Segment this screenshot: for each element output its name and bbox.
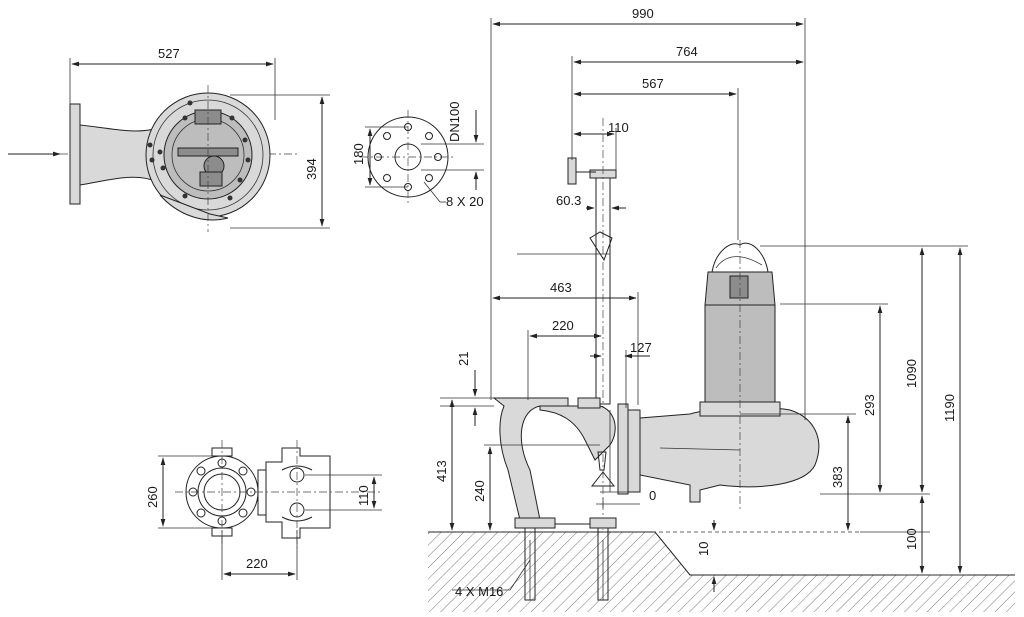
dim-10: 10 (696, 542, 711, 556)
dim-567: 567 (642, 76, 664, 91)
dim-220-base: 220 (246, 556, 268, 571)
dim-990: 990 (632, 6, 654, 21)
dim-0: 0 (649, 488, 656, 503)
dim-764: 764 (676, 44, 698, 59)
base-view: 260 110 220 (145, 440, 382, 580)
dim-21: 21 (456, 352, 471, 366)
dim-1090: 1090 (904, 359, 919, 388)
dim-110-base: 110 (356, 485, 371, 506)
dim-260: 260 (145, 486, 160, 508)
dim-60-3: 60.3 (556, 193, 581, 208)
dim-463: 463 (550, 280, 572, 295)
flange-view: 180 DN100 8 X 20 (351, 102, 484, 209)
dim-dn100: DN100 (447, 102, 462, 142)
dim-394: 394 (304, 158, 319, 180)
dim-413: 413 (434, 460, 449, 482)
side-view: 990 764 567 110 60.3 463 220 127 (428, 6, 1015, 612)
dim-220-side: 220 (552, 318, 574, 333)
dim-527: 527 (158, 46, 180, 61)
top-view: 527 394 (8, 46, 330, 232)
dim-110-top: 110 (608, 120, 629, 135)
dim-1190: 1190 (942, 394, 957, 422)
dim-127: 127 (630, 340, 652, 355)
dim-180: 180 (351, 143, 366, 165)
dim-100: 100 (904, 528, 919, 550)
dim-4xm16: 4 X M16 (455, 584, 503, 599)
dim-293: 293 (862, 394, 877, 416)
dim-383: 383 (830, 466, 845, 488)
dim-8x20: 8 X 20 (446, 194, 484, 209)
dim-240: 240 (472, 480, 487, 502)
